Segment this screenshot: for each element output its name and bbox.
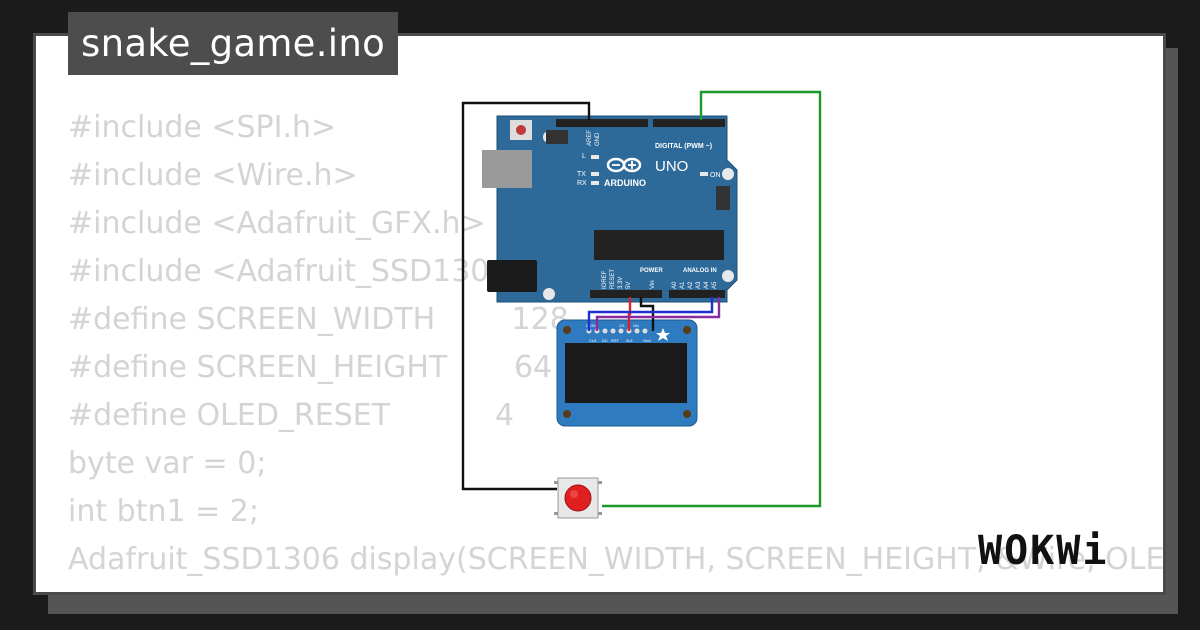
star-icon <box>656 328 670 341</box>
atmega-chip <box>594 230 724 260</box>
wire-black-button <box>461 101 591 491</box>
v5-label: 5V <box>626 282 632 289</box>
a4-label: A4 <box>704 281 710 289</box>
rx-label: RX <box>577 180 587 187</box>
arduino-uno-board[interactable]: L TX RX ON DIGITAL (PWM ~) UNO ARDUINO P… <box>482 115 738 303</box>
code-line: #define SCREEN_HEIGHT 64 <box>68 350 553 385</box>
wire-red-5v <box>627 297 632 331</box>
on-label: ON <box>710 172 721 179</box>
arduino-logo-icon <box>606 157 642 173</box>
tx-label: TX <box>577 171 586 178</box>
oled-pin-label: Vin <box>633 323 639 328</box>
code-line: #include <SPI.h> <box>68 110 337 145</box>
code-line: Adafruit_SSD1306 display(SCREEN_WIDTH, S… <box>68 542 1165 577</box>
code-line: int btn1 = 2; <box>68 494 259 529</box>
oled-pin-row <box>586 328 648 334</box>
code-line: #include <Wire.h> <box>68 158 358 193</box>
code-line: #include <Adafruit_GFX.h> <box>68 206 486 241</box>
analog-header <box>669 290 725 298</box>
wire-purple-a4 <box>595 297 721 331</box>
oled-pin-label: 3v3 <box>626 338 633 343</box>
power-label: POWER <box>640 268 663 274</box>
power-header <box>590 290 662 298</box>
digital-header-2 <box>653 119 725 127</box>
digital-header-1 <box>556 119 648 127</box>
code-line: #define SCREEN_WIDTH 128 <box>68 302 569 337</box>
reset-label: RESET <box>610 269 616 289</box>
gnd-label: GND <box>595 132 601 146</box>
code-line: byte var = 0; <box>68 446 267 481</box>
power-jack <box>487 260 537 292</box>
reset-button[interactable] <box>516 125 526 135</box>
usb-port <box>482 150 532 188</box>
a1-label: A1 <box>680 281 686 289</box>
digital-label: DIGITAL (PWM ~) <box>655 143 712 150</box>
logo-text: WOKWi <box>978 528 1109 574</box>
a5-label: A5 <box>712 281 718 289</box>
ioref-label: IOREF <box>602 270 608 289</box>
wire-black-gnd <box>639 297 655 331</box>
aref-label: AREF <box>587 130 593 146</box>
l-label: L <box>582 153 586 160</box>
wire-blue-a5 <box>587 297 714 331</box>
wokwi-logo[interactable]: WOKWi <box>978 528 1150 574</box>
uno-label: UNO <box>655 158 688 175</box>
v33-label: 3.3V <box>618 277 624 289</box>
oled-pin-label: CS <box>619 323 625 328</box>
a3-label: A3 <box>696 281 702 289</box>
oled-pin-label: RST <box>611 338 620 343</box>
oled-pin-label: Gnd <box>643 338 651 343</box>
oled-pin-label: DATA <box>586 323 596 328</box>
wires <box>461 90 822 508</box>
a0-label: A0 <box>672 281 678 289</box>
oled-pin-label: DC <box>602 338 608 343</box>
analog-label: ANALOG IN <box>683 268 717 274</box>
a2-label: A2 <box>688 281 694 289</box>
file-title[interactable]: snake_game.ino <box>68 12 398 75</box>
oled-pin-label: CLK <box>589 338 597 343</box>
oled-screen <box>565 343 687 403</box>
pushbutton[interactable] <box>554 477 602 519</box>
wire-green <box>602 90 822 508</box>
vin-label: Vin <box>650 280 656 289</box>
code-line: #define OLED_RESET 4 <box>68 398 515 433</box>
oled-display-module[interactable]: DATA CLK DC RST CS 3v3 Vin Gnd <box>556 319 698 427</box>
arduino-brand-label: ARDUINO <box>604 178 646 188</box>
